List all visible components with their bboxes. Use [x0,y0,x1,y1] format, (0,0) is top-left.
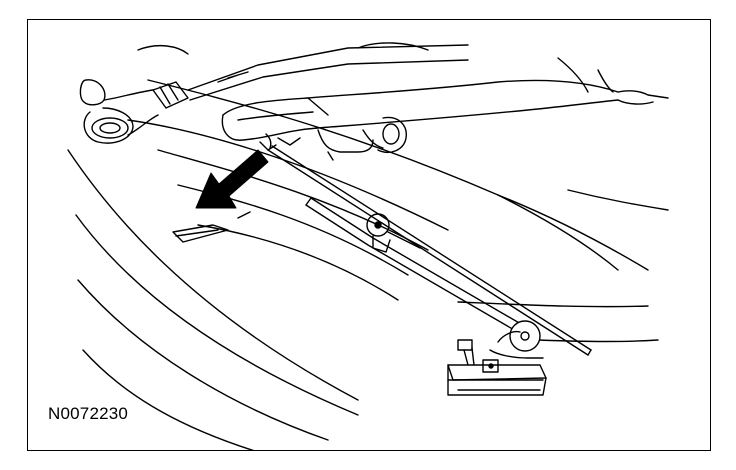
knuckle-bracket [277,116,407,161]
figure-id-label: N0072230 [48,404,129,423]
gauge-clamp [366,213,421,253]
lower-control-arm [221,79,669,141]
gauge-rods [267,145,592,356]
indicator-arrow [195,149,269,209]
ball-joint-bushing [79,79,159,144]
chassis-upper [137,42,614,93]
wheel-tire [67,79,669,450]
contact-point [259,133,277,151]
hub-details [172,211,251,243]
tie-rod [152,44,469,109]
gauge-magnetic-base [447,320,547,396]
suspension-measurement-illustration [67,42,669,450]
illustration-frame: N0072230 [27,19,711,451]
